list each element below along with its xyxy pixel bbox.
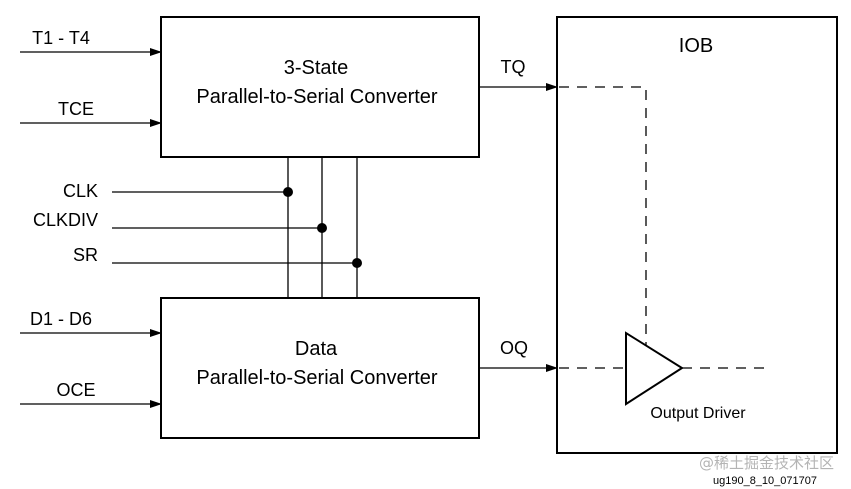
iob-label: IOB [679, 35, 713, 57]
sr-label: SR [73, 245, 98, 265]
clk-junction [283, 187, 293, 197]
watermark: @稀土掘金技术社区 [699, 454, 834, 472]
tce-label: TCE [58, 99, 94, 119]
tristate-title: 3-State [284, 57, 348, 79]
data-title: Data [295, 338, 338, 360]
output-driver-triangle [625, 331, 684, 406]
figure-id: ug190_8_10_071707 [713, 475, 817, 487]
oq-label: OQ [500, 338, 528, 358]
d1-d6-label: D1 - D6 [30, 309, 92, 329]
data-subtitle: Parallel-to-Serial Converter [196, 367, 438, 389]
clkdiv-junction [317, 223, 327, 233]
tq-label: TQ [501, 57, 526, 77]
oce-label: OCE [56, 380, 95, 400]
t1-t4-label: T1 - T4 [32, 28, 90, 48]
tq-dashed-path [559, 86, 647, 350]
tristate-subtitle: Parallel-to-Serial Converter [196, 86, 438, 108]
iob-block [556, 16, 838, 454]
clkdiv-label: CLKDIV [33, 210, 98, 230]
sr-junction [352, 258, 362, 268]
clk-label: CLK [63, 181, 98, 201]
output-driver-label: Output Driver [650, 405, 746, 422]
